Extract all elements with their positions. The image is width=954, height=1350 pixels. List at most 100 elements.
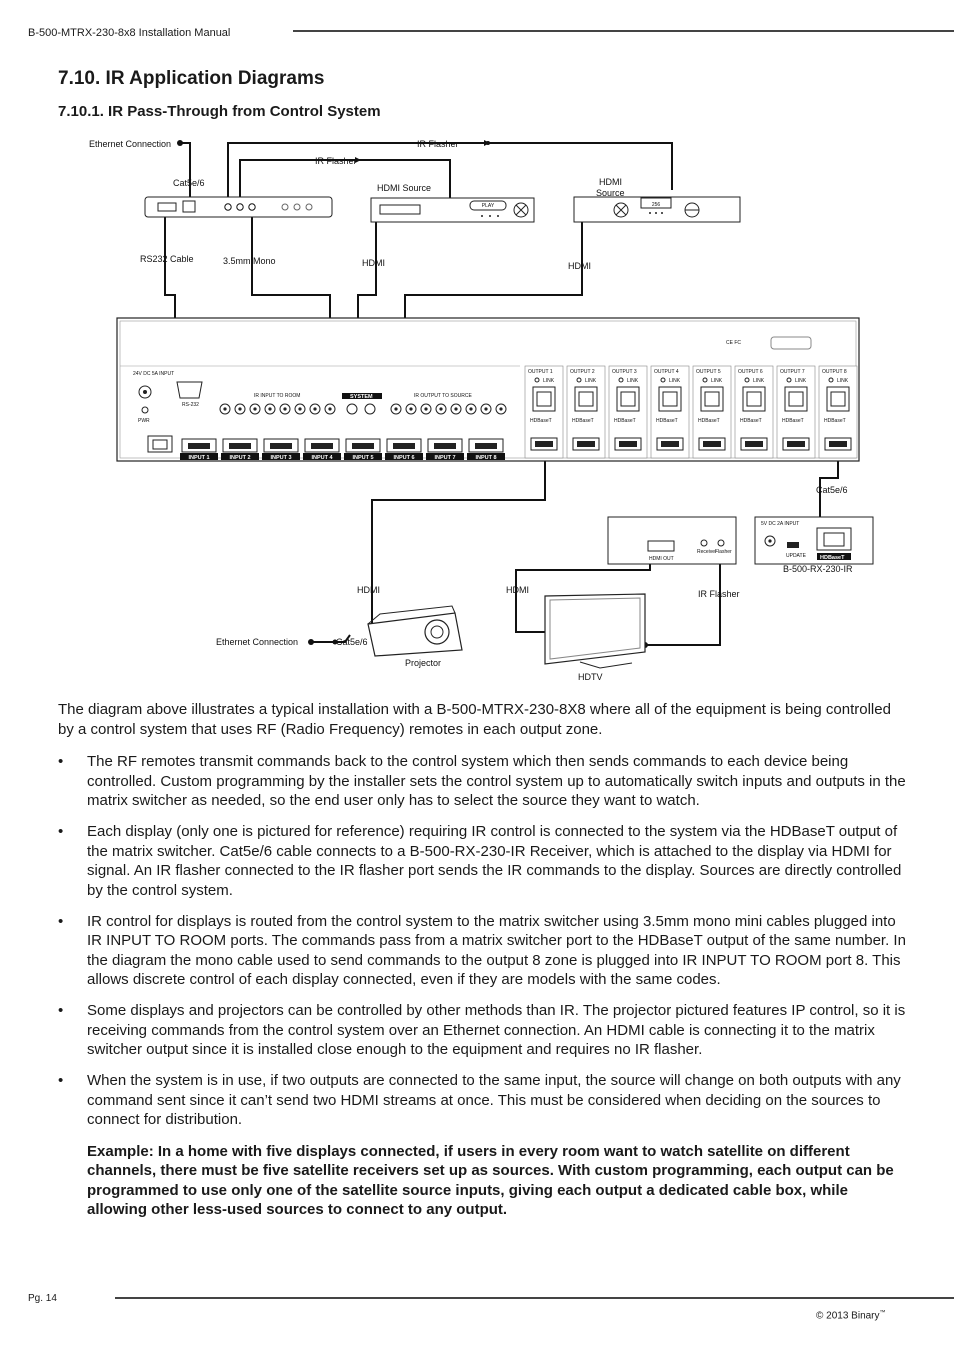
- header-rule: [293, 30, 954, 32]
- update-label: UPDATE: [786, 553, 807, 559]
- input-label-bar: [303, 453, 341, 460]
- hdmi-source-2-label-a: HDMI: [599, 177, 622, 187]
- input-label: INPUT 3: [270, 455, 291, 461]
- output-label: OUTPUT 4: [654, 369, 679, 375]
- output-label: OUTPUT 5: [696, 369, 721, 375]
- input-label-bar: [344, 453, 382, 460]
- bullet-text: IR control for displays is routed from t…: [87, 912, 906, 989]
- rj45-socket: [704, 391, 720, 407]
- flasher-port-label: Flasher: [715, 549, 732, 555]
- system-port: [364, 403, 376, 415]
- link-label: LINK: [627, 378, 639, 384]
- hdmi-input-port-socket: [352, 443, 374, 449]
- link-led: [576, 377, 582, 383]
- ir-input-port-pin: [238, 407, 242, 411]
- hdmi-output-socket: [535, 441, 553, 447]
- cat5e-label-top: Cat5e/6: [173, 178, 205, 188]
- hdmi-output-socket: [787, 441, 805, 447]
- cat5e-label-right: Cat5e/6: [816, 485, 848, 495]
- input-label: INPUT 4: [311, 455, 333, 461]
- output-label: OUTPUT 1: [528, 369, 553, 375]
- system-label: SYSTEM: [350, 394, 373, 400]
- copyright: © 2013 Binary™: [816, 1310, 886, 1321]
- bullet-item: •Some displays and projectors can be con…: [58, 1001, 908, 1060]
- control-system: [144, 196, 333, 218]
- ir-pass-through-diagram: PLAY 256 24V DC 5A INPUT PWR RS-232 IR I…: [89, 139, 874, 682]
- receiver-hdbaset-label: HDBaseT: [820, 555, 845, 561]
- input-label-bar: [426, 453, 464, 460]
- projector-label: Projector: [405, 658, 441, 668]
- bullet-marker: •: [58, 1002, 64, 1019]
- ir-output-label: IR OUTPUT TO SOURCE: [414, 393, 472, 399]
- sat-display: 256: [652, 202, 661, 208]
- bullet-marker: •: [58, 823, 64, 840]
- rj45-socket: [662, 391, 678, 407]
- ethernet-connection-label-bottom: Ethernet Connection: [216, 637, 298, 647]
- ir-input-port-pin: [268, 407, 272, 411]
- section-title: 7.10. IR Application Diagrams: [58, 68, 325, 89]
- hdmi-output-socket: [661, 441, 679, 447]
- footer-rule: [115, 1297, 954, 1299]
- link-led: [828, 377, 834, 383]
- output-label: OUTPUT 3: [612, 369, 637, 375]
- input-label: INPUT 6: [393, 455, 414, 461]
- ir-flasher-label-top: IR Flasher: [417, 139, 459, 149]
- receiver-power-label: 5V DC 2A INPUT: [761, 521, 799, 527]
- rj45-socket: [746, 391, 762, 407]
- ir-input-port-pin: [298, 407, 302, 411]
- ir-input-port-pin: [223, 407, 227, 411]
- hdmi-source-1: PLAY: [370, 197, 535, 223]
- ir-output-port-pin: [499, 407, 503, 411]
- input-label: INPUT 2: [229, 455, 250, 461]
- hdmi-label-a: HDMI: [362, 258, 385, 268]
- rj45-socket: [620, 391, 636, 407]
- receiver-model-label: B-500-RX-230-IR: [783, 564, 853, 574]
- ir-flasher-tv-label: IR Flasher: [698, 589, 740, 599]
- projector: [367, 605, 463, 657]
- link-led: [702, 377, 708, 383]
- cat5e-label-bottom: Cat5e/6: [336, 637, 368, 647]
- ir-flasher-label-mid: IR Flasher: [315, 156, 357, 166]
- bullet-item: •IR control for displays is routed from …: [58, 912, 908, 990]
- bullet-item: •When the system is in use, if two outpu…: [58, 1071, 908, 1220]
- output-label: OUTPUT 8: [822, 369, 847, 375]
- link-label: LINK: [837, 378, 849, 384]
- link-label: LINK: [669, 378, 681, 384]
- hdmi-input-port-socket: [188, 443, 210, 449]
- ethernet-connection-label-top: Ethernet Connection: [89, 139, 171, 149]
- hdmi-label-b: HDMI: [568, 261, 591, 271]
- bullet-list: • The RF remotes transmit commands back t…: [58, 752, 908, 1231]
- hdbaset-label: HDBaseT: [740, 418, 762, 424]
- hdmi-input-port-socket: [311, 443, 333, 449]
- input-label: INPUT 7: [434, 455, 455, 461]
- ir-output-to-source-ports: [390, 403, 507, 415]
- input-label-bar: [180, 453, 218, 460]
- link-label: LINK: [585, 378, 597, 384]
- ir-output-port-pin: [439, 407, 443, 411]
- bullet-marker: •: [58, 1072, 64, 1089]
- hdmi-tv-label: HDMI: [506, 585, 529, 595]
- bullet-item: •The RF remotes transmit commands back t…: [58, 752, 908, 811]
- link-led: [744, 377, 750, 383]
- link-led: [534, 377, 540, 383]
- ir-input-port-pin: [283, 407, 287, 411]
- hdbaset-label: HDBaseT: [572, 418, 594, 424]
- hdmi-out-label: HDMI OUT: [649, 556, 674, 562]
- hdmi-input-port-socket: [393, 443, 415, 449]
- hdmi-source-2: 256: [573, 196, 741, 223]
- ce-mark: CE FC: [726, 340, 741, 346]
- hdmi-input-port-socket: [475, 443, 497, 449]
- bullet-text: The RF remotes transmit commands back to…: [87, 753, 906, 809]
- example-paragraph: Example: In a home with five displays co…: [87, 1142, 894, 1219]
- ir-output-port-pin: [454, 407, 458, 411]
- ir-input-label: IR INPUT TO ROOM: [254, 393, 300, 399]
- link-led: [618, 377, 624, 383]
- rj45-socket: [788, 391, 804, 407]
- bullet-text: Each display (only one is pictured for r…: [87, 823, 902, 899]
- rs232-label: RS-232: [182, 402, 199, 408]
- ir-input-port-pin: [313, 407, 317, 411]
- hdmi-input-port-socket: [434, 443, 456, 449]
- input-label-bar: [221, 453, 259, 460]
- link-led: [660, 377, 666, 383]
